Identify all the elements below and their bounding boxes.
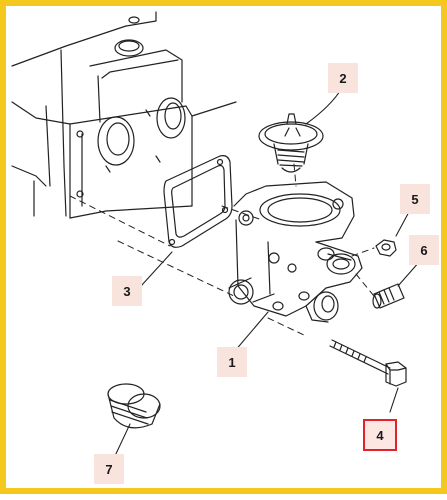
callout-5[interactable]: 5 [400,184,430,214]
engine-block-outline [11,11,237,219]
bolt-part [329,339,407,387]
callout-1[interactable]: 1 [217,347,247,377]
callout-4[interactable]: 4 [363,419,397,451]
gasket-part [163,155,233,248]
callout-2[interactable]: 2 [328,63,358,93]
callout-6[interactable]: 6 [409,235,439,265]
plug-part-large [107,383,161,429]
thermostat-housing-part [228,181,363,323]
thermostat-part [258,113,324,173]
callout-3[interactable]: 3 [112,276,142,306]
plug-part [372,283,405,309]
nut-part [375,239,397,257]
exploded-parts-drawing [11,11,421,459]
alignment-lines [69,163,375,337]
callout-7[interactable]: 7 [94,454,124,484]
